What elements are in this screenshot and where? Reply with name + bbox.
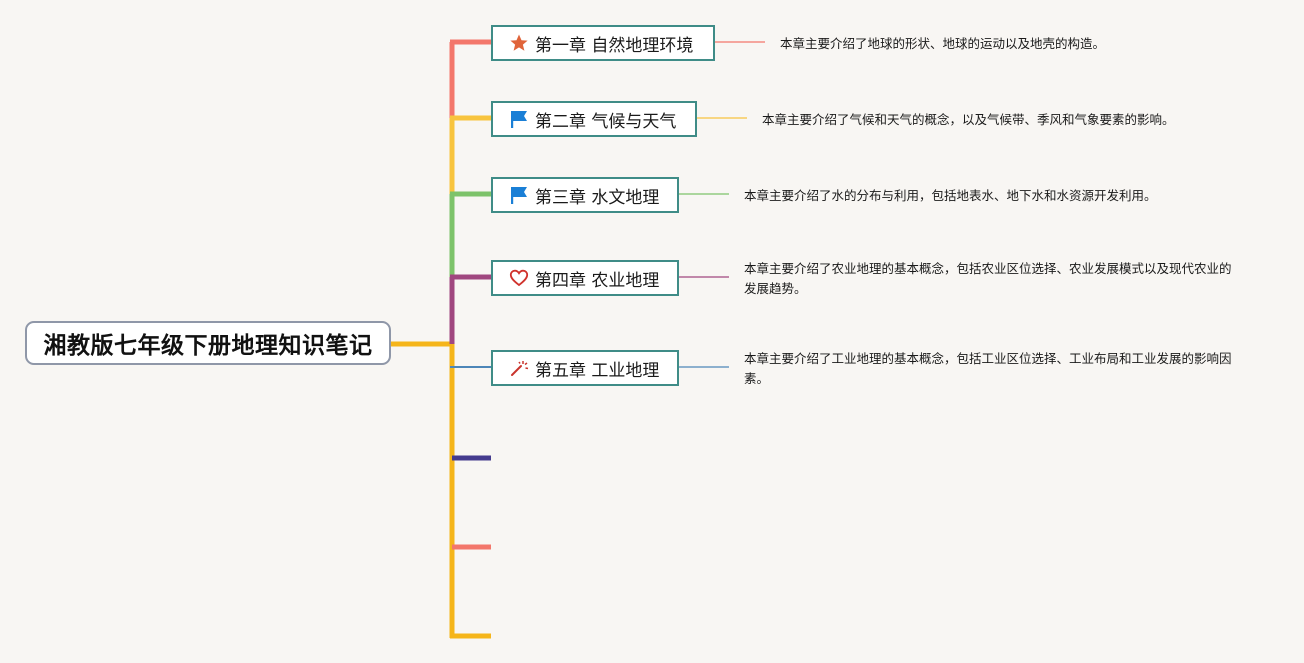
topic-label: 第一章 自然地理环境 bbox=[535, 35, 694, 56]
magic-wand-icon bbox=[509, 358, 529, 378]
topic-label: 第二章 气候与天气 bbox=[535, 111, 677, 132]
topic-label: 第四章 农业地理 bbox=[535, 270, 660, 291]
note-chapter-4: 本章主要介绍了农业地理的基本概念，包括农业区位选择、农业发展模式以及现代农业的发… bbox=[744, 261, 1232, 296]
topic-label: 第五章 工业地理 bbox=[535, 360, 660, 381]
note-chapter-3: 本章主要介绍了水的分布与利用，包括地表水、地下水和水资源开发利用。 bbox=[744, 188, 1157, 203]
root-title: 湘教版七年级下册地理知识笔记 bbox=[43, 333, 373, 359]
root-topic[interactable]: 湘教版七年级下册地理知识笔记 bbox=[25, 321, 391, 365]
topic-chapter-3[interactable]: 第三章 水文地理 bbox=[491, 177, 679, 213]
topic-chapter-4[interactable]: 第四章 农业地理 bbox=[491, 260, 679, 296]
note-chapter-5: 本章主要介绍了工业地理的基本概念，包括工业区位选择、工业布局和工业发展的影响因素… bbox=[744, 351, 1232, 386]
heart-icon bbox=[509, 268, 529, 288]
note-chapter-1: 本章主要介绍了地球的形状、地球的运动以及地壳的构造。 bbox=[780, 36, 1106, 51]
flag-icon bbox=[509, 109, 529, 129]
flag-icon bbox=[509, 185, 529, 205]
topic-label: 第三章 水文地理 bbox=[535, 187, 660, 208]
topic-chapter-2[interactable]: 第二章 气候与天气 bbox=[491, 101, 697, 137]
star-icon bbox=[509, 33, 529, 53]
topic-chapter-1[interactable]: 第一章 自然地理环境 bbox=[491, 25, 715, 61]
note-chapter-2: 本章主要介绍了气候和天气的概念，以及气候带、季风和气象要素的影响。 bbox=[762, 112, 1175, 127]
topic-chapter-5[interactable]: 第五章 工业地理 bbox=[491, 350, 679, 386]
